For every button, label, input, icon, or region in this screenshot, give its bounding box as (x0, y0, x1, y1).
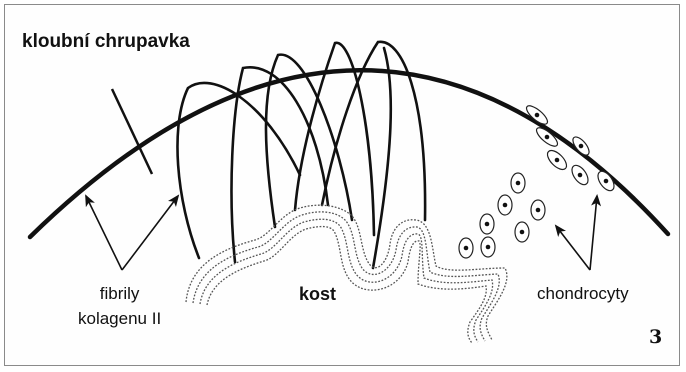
bone-label: kost (299, 284, 336, 305)
fibril-6 (373, 48, 391, 268)
chondrocyte-cell (459, 238, 473, 258)
chondrocyte-nucleus (520, 230, 525, 235)
collagen-fibrils-label-line2: kolagenu II (78, 306, 161, 331)
chondrocyte-cell (498, 195, 512, 215)
figure-number: 3 (649, 326, 662, 348)
chondrocyte-nucleus (464, 246, 469, 251)
chondrocyte-nucleus (536, 208, 541, 213)
chondrocyte-cell (481, 237, 495, 257)
chondrocyte-nucleus (486, 245, 491, 250)
chondrocyte-nucleus (516, 181, 521, 186)
chondrocyte-cell (515, 222, 529, 242)
articular-cartilage-label: kloubní chrupavka (22, 31, 190, 53)
chondrocyte-arrow-right (590, 196, 597, 270)
chondrocyte-nucleus (503, 203, 508, 208)
chondrocyte-cell (531, 200, 545, 220)
chondrocyte-cell (569, 163, 591, 188)
fibril-arrow-right (122, 196, 178, 270)
chondrocyte-cell (511, 173, 525, 193)
chondrocyte-nucleus (485, 222, 490, 227)
chondrocyte-cell (544, 147, 569, 172)
chondrocyte-arrow-left (556, 226, 590, 270)
chondrocytes-label: chondrocyty (537, 284, 629, 304)
fibril-arrows (86, 196, 178, 270)
fibril-2 (232, 67, 328, 262)
chondrocyte-arrows (556, 196, 597, 270)
cartilage-surface-arc (30, 70, 668, 237)
chondrocyte-cell (480, 214, 494, 234)
bone-interface (186, 205, 507, 343)
collagen-fibrils-label: fibrily kolagenu II (78, 281, 161, 331)
fibril-1 (177, 83, 300, 258)
collagen-fibrils-label-line1: fibrily (78, 281, 161, 306)
fibril-arrow-left (86, 196, 122, 270)
